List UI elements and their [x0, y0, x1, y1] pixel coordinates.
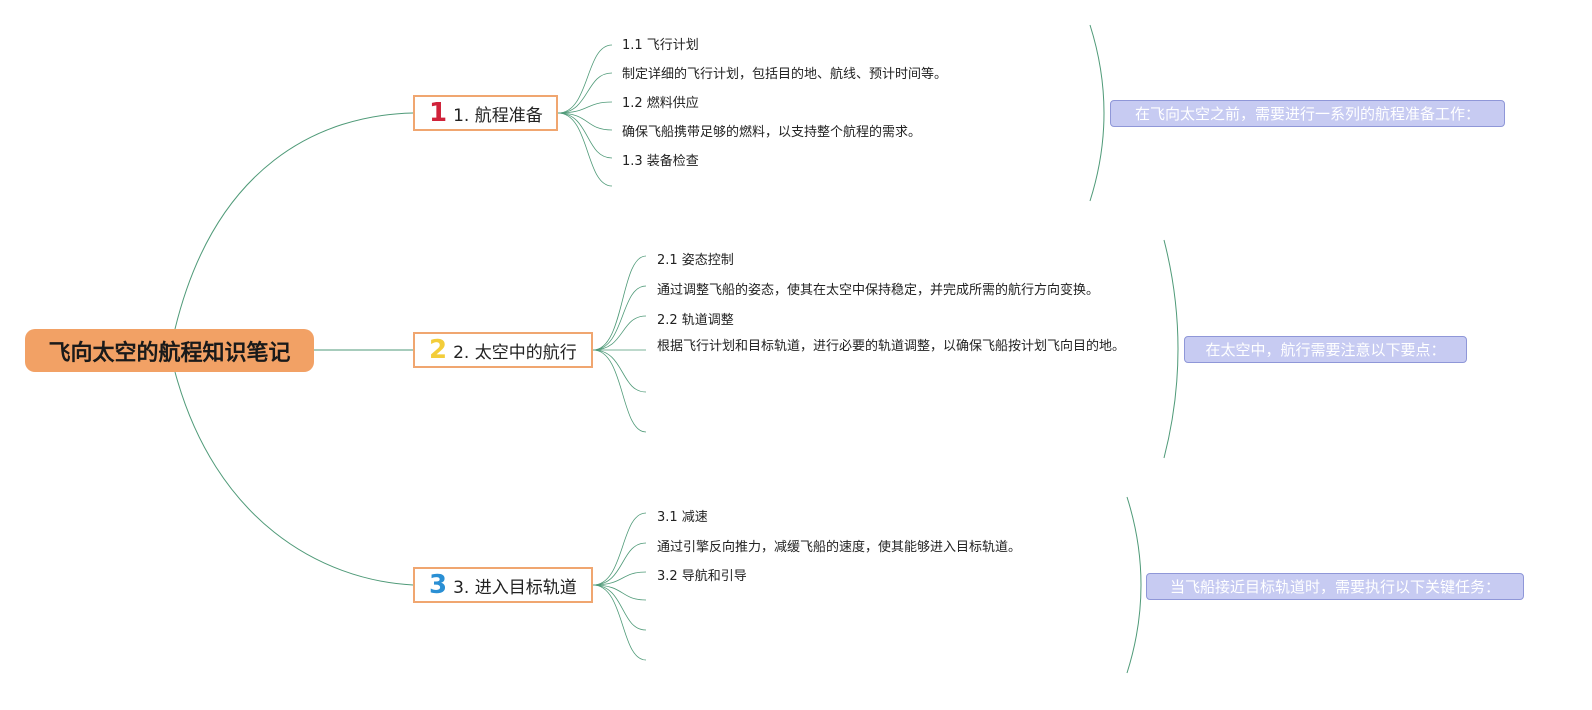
branch-3-connectors — [592, 512, 647, 661]
summary-bracket-1 — [1089, 24, 1105, 202]
leaf-1-1-text[interactable]: 制定详细的飞行计划，包括目的地、航线、预计时间等。 — [622, 67, 948, 82]
summary-bracket-2 — [1163, 239, 1179, 459]
leaf-1-2-text[interactable]: 确保飞船携带足够的燃料，以支持整个航程的需求。 — [622, 125, 922, 140]
leaf-3-1-text[interactable]: 通过引擎反向推力，减缓飞船的速度，使其能够进入目标轨道。 — [657, 540, 1022, 555]
branch-topic-1[interactable]: 1 1. 航程准备 — [413, 95, 558, 131]
root-topic[interactable]: 飞向太空的航程知识笔记 — [25, 329, 314, 372]
leaf-3-1-heading[interactable]: 3.1 减速 — [657, 510, 708, 525]
branch-topic-3[interactable]: 3 3. 进入目标轨道 — [413, 567, 593, 603]
leaf-2-1-heading[interactable]: 2.1 姿态控制 — [657, 253, 734, 268]
summary-1[interactable]: 在飞向太空之前，需要进行一系列的航程准备工作： — [1110, 100, 1505, 127]
summary-bracket-3 — [1126, 496, 1142, 674]
number-2-icon: 2 — [429, 335, 448, 365]
number-1-icon: 1 — [429, 98, 448, 128]
branch-1-connectors — [557, 44, 613, 187]
root-to-branch-1-line — [174, 112, 414, 330]
leaf-3-2-heading[interactable]: 3.2 导航和引导 — [657, 569, 747, 584]
leaf-1-2-heading[interactable]: 1.2 燃料供应 — [622, 96, 699, 111]
branch-topic-2[interactable]: 2 2. 太空中的航行 — [413, 332, 593, 368]
leaf-2-2-text[interactable]: 根据飞行计划和目标轨道，进行必要的轨道调整，以确保飞船按计划飞向目的地。 — [657, 339, 1126, 354]
leaf-1-1-heading[interactable]: 1.1 飞行计划 — [622, 38, 699, 53]
leaf-1-3-heading[interactable]: 1.3 装备检查 — [622, 154, 699, 169]
branch-label: 2. 太空中的航行 — [453, 342, 577, 363]
summary-3[interactable]: 当飞船接近目标轨道时，需要执行以下关键任务： — [1146, 573, 1524, 600]
branch-2-connectors — [592, 255, 647, 433]
number-3-icon: 3 — [429, 570, 448, 600]
root-to-branch-3-line — [174, 371, 414, 586]
branch-label: 3. 进入目标轨道 — [453, 577, 577, 598]
branch-label: 1. 航程准备 — [453, 105, 543, 126]
leaf-2-1-text[interactable]: 通过调整飞船的姿态，使其在太空中保持稳定，并完成所需的航行方向变换。 — [657, 283, 1100, 298]
summary-2[interactable]: 在太空中，航行需要注意以下要点： — [1184, 336, 1467, 363]
leaf-2-2-heading[interactable]: 2.2 轨道调整 — [657, 313, 734, 328]
